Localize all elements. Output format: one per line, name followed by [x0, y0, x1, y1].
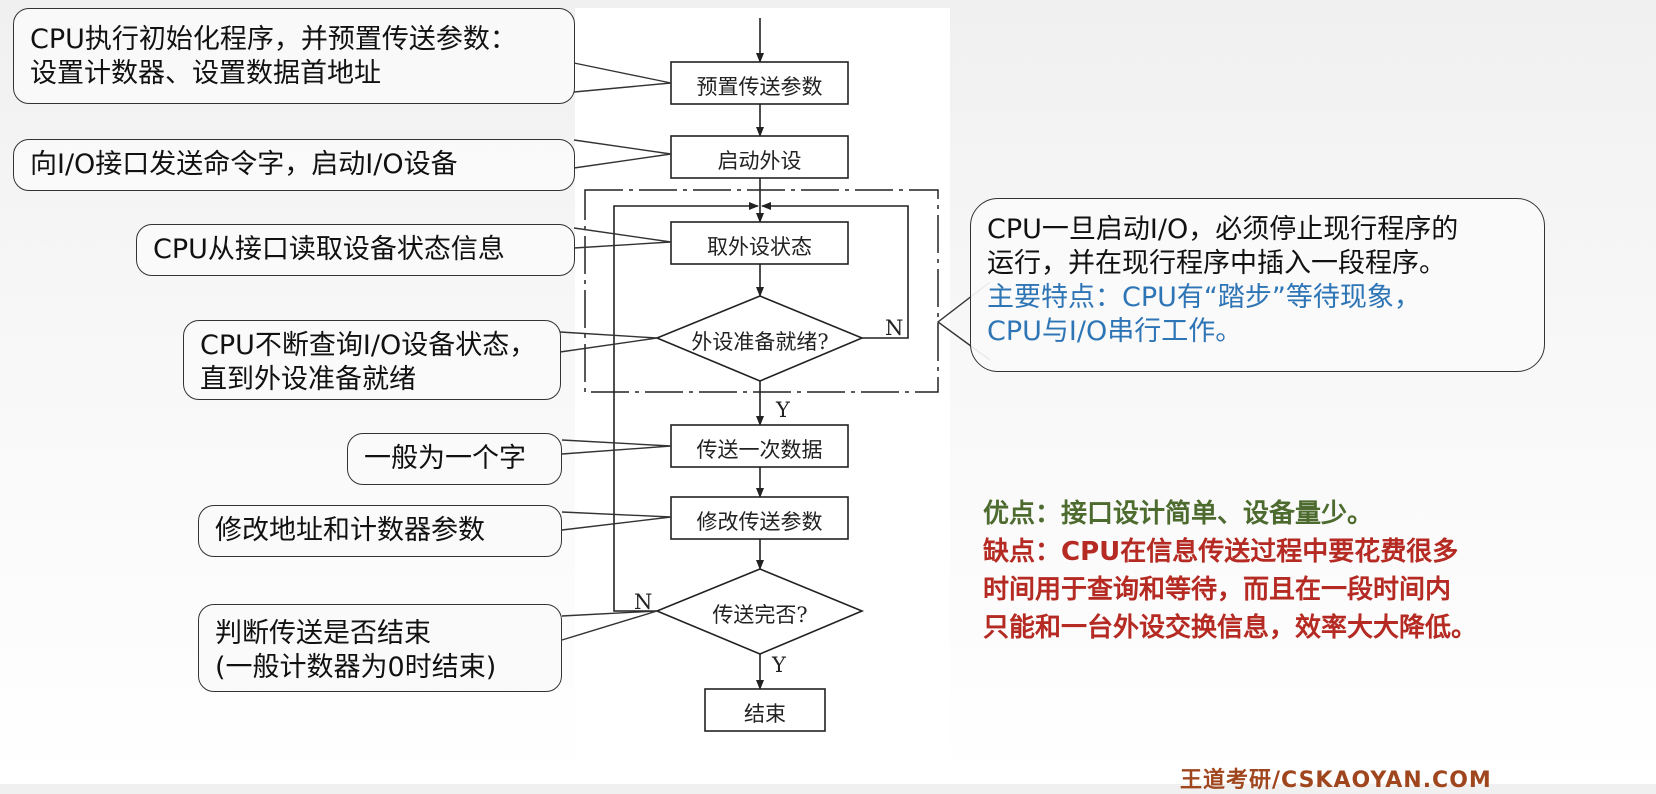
- box-end: [704, 688, 826, 732]
- step-ready-check-label: 外设准备就绪?: [691, 330, 829, 354]
- callout-ready-check: CPU不断查询I/O设备状态， 直到外设准备就绪: [183, 320, 561, 400]
- polling-loop-boundary: [584, 189, 939, 393]
- box-transfer-once: [670, 424, 849, 468]
- ready-no-label: N: [885, 316, 904, 340]
- disadvantage-line-3: 只能和一台外设交换信息，效率大大降低。: [983, 613, 1478, 643]
- step-transfer-once-label: 传送一次数据: [696, 438, 823, 462]
- footer-brand: 王道考研/CSKAOYAN.COM: [1180, 768, 1492, 793]
- callout-ready-check-line-1: CPU不断查询I/O设备状态，: [200, 330, 537, 361]
- callout-done-check-line-2: (一般计数器为0时结束): [215, 652, 497, 683]
- box-preset: [670, 61, 849, 105]
- loop-summary-line-2: 运行，并在现行程序中插入一段程序。: [987, 248, 1446, 279]
- box-read-status: [670, 221, 849, 265]
- pointer-done-check: [561, 610, 658, 641]
- disadvantage-line-1: 缺点：CPU在信息传送过程中要花费很多: [983, 537, 1459, 567]
- loop-summary-line-1: CPU一旦启动I/O，必须停止现行程序的: [987, 214, 1459, 245]
- pointer-ready-check: [559, 331, 658, 353]
- callout-start-device-line-1: 向I/O接口发送命令字，启动I/O设备: [30, 149, 458, 180]
- disadvantage-line-2: 时间用于查询和等待，而且在一段时间内: [983, 575, 1452, 605]
- callout-transfer-once: 一般为一个字: [347, 433, 562, 485]
- callout-read-status: CPU从接口读取设备状态信息: [136, 224, 575, 276]
- step-modify-params-label: 修改传送参数: [696, 510, 823, 534]
- pointer-read-status: [573, 227, 672, 249]
- callout-preset-line-2: 设置计数器、设置数据首地址: [30, 58, 381, 89]
- callout-preset: CPU执行初始化程序，并预置传送参数： 设置计数器、设置数据首地址: [13, 8, 575, 104]
- step-start-device-label: 启动外设: [717, 149, 802, 173]
- step-done-check-label: 传送完否?: [712, 603, 808, 627]
- pros-cons-notes: 优点：接口设计简单、设备量少。 缺点：CPU在信息传送过程中要花费很多 时间用于…: [983, 495, 1477, 647]
- step-read-status-label: 取外设状态: [707, 235, 812, 259]
- callout-start-device: 向I/O接口发送命令字，启动I/O设备: [13, 139, 575, 191]
- done-no-label: N: [634, 590, 653, 614]
- pointer-modify-params: [561, 511, 672, 531]
- done-yes-label: Y: [772, 653, 786, 677]
- callout-read-status-line-1: CPU从接口读取设备状态信息: [153, 234, 505, 265]
- pointer-transfer-once: [561, 439, 672, 455]
- pointer-start-device: [573, 139, 672, 169]
- advantage-text: 优点：接口设计简单、设备量少。: [983, 499, 1374, 529]
- callout-done-check-line-1: 判断传送是否结束: [215, 618, 431, 649]
- step-end-label: 结束: [744, 702, 786, 726]
- callout-preset-line-1: CPU执行初始化程序，并预置传送参数：: [30, 24, 517, 55]
- loop-done-no: [613, 202, 759, 612]
- pointer-preset: [573, 62, 672, 93]
- loop-ready-no: [761, 202, 909, 339]
- callout-done-check: 判断传送是否结束 (一般计数器为0时结束): [198, 604, 562, 692]
- callout-modify-params: 修改地址和计数器参数: [198, 505, 562, 557]
- callout-transfer-once-line-1: 一般为一个字: [364, 443, 526, 474]
- callout-ready-check-line-2: 直到外设准备就绪: [200, 364, 416, 395]
- loop-summary-feature-line-2: CPU与I/O串行工作。: [987, 316, 1243, 347]
- callout-modify-params-line-1: 修改地址和计数器参数: [215, 515, 485, 546]
- step-preset-label: 预置传送参数: [696, 75, 823, 99]
- callout-loop-summary: CPU一旦启动I/O，必须停止现行程序的 运行，并在现行程序中插入一段程序。 主…: [970, 198, 1545, 372]
- ready-yes-label: Y: [776, 398, 790, 422]
- loop-summary-feature-line-1: 主要特点：CPU有“踏步”等待现象，: [987, 282, 1421, 313]
